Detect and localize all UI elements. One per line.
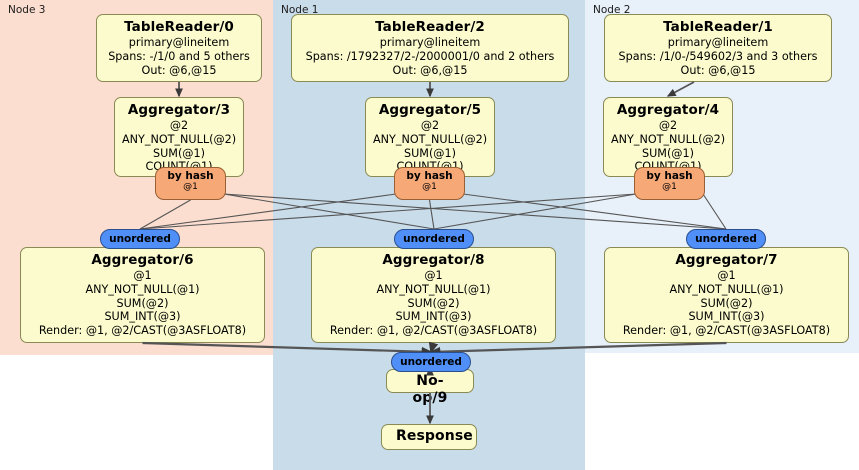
processor-title: TableReader/2 — [375, 19, 485, 35]
router-column: @1 — [662, 182, 677, 193]
processor-detail-line: Spans: /1/0-/549602/3 and 3 others — [618, 50, 818, 64]
processor-box-aggregator5[interactable]: Aggregator/5@2ANY_NOT_NULL(@2)SUM(@1)COU… — [365, 97, 495, 177]
processor-detail-line: Out: @6,@15 — [680, 63, 756, 77]
processor-detail-line: Render: @1, @2/CAST(@3ASFLOAT8) — [38, 324, 247, 338]
processor-box-response[interactable]: Response — [381, 424, 477, 450]
processor-detail-line: Out: @6,@15 — [141, 63, 217, 77]
processor-detail-line: ANY_NOT_NULL(@1) — [85, 283, 200, 297]
processor-detail-line: SUM_INT(@3) — [395, 310, 472, 324]
processor-detail-line: Render: @1, @2/CAST(@3ASFLOAT8) — [622, 324, 831, 338]
processor-title: No-op/9 — [412, 373, 448, 407]
output-router-router5[interactable]: by hash@1 — [394, 167, 465, 200]
processor-detail-line: SUM_INT(@3) — [104, 310, 181, 324]
processor-title: Response — [396, 428, 473, 444]
processor-title: Aggregator/7 — [675, 252, 778, 268]
processor-detail-line: ANY_NOT_NULL(@1) — [376, 283, 491, 297]
output-router-router3[interactable]: by hash@1 — [155, 167, 226, 200]
processor-detail-line: Out: @6,@15 — [392, 63, 468, 77]
processor-detail-line: primary@lineitem — [379, 36, 481, 50]
processor-title: Aggregator/6 — [91, 252, 194, 268]
processor-detail-line: ANY_NOT_NULL(@2) — [611, 133, 726, 147]
processor-detail-line: ANY_NOT_NULL(@2) — [373, 133, 488, 147]
processor-title: TableReader/0 — [124, 19, 234, 35]
router-title: by hash — [167, 170, 214, 182]
router-title: by hash — [406, 170, 453, 182]
processor-detail-line: SUM(@2) — [407, 296, 460, 310]
processor-title: Aggregator/3 — [127, 102, 231, 118]
input-sync-sync6[interactable]: unordered — [100, 229, 180, 249]
node-region-label: Node 2 — [593, 4, 631, 16]
output-router-router4[interactable]: by hash@1 — [634, 167, 705, 200]
processor-detail-line: @1 — [424, 269, 443, 283]
processor-title: Aggregator/5 — [378, 102, 482, 118]
node-region-label: Node 3 — [8, 4, 46, 16]
processor-detail-line: @2 — [658, 119, 678, 133]
processor-box-aggregator3[interactable]: Aggregator/3@2ANY_NOT_NULL(@2)SUM(@1)COU… — [114, 97, 244, 177]
processor-box-aggregator4[interactable]: Aggregator/4@2ANY_NOT_NULL(@2)SUM(@1)COU… — [603, 97, 733, 177]
router-title: by hash — [646, 170, 693, 182]
processor-detail-line: @2 — [420, 119, 440, 133]
router-column: @1 — [183, 182, 198, 193]
processor-detail-line: primary@lineitem — [128, 36, 230, 50]
input-sync-sync7[interactable]: unordered — [686, 229, 766, 249]
processor-detail-line: @1 — [133, 269, 152, 283]
processor-detail-line: SUM(@2) — [700, 296, 753, 310]
processor-box-noop9[interactable]: No-op/9 — [386, 369, 474, 406]
processor-detail-line: SUM(@1) — [153, 146, 205, 160]
input-sync-sync8[interactable]: unordered — [394, 229, 474, 249]
processor-title: Aggregator/8 — [382, 252, 485, 268]
processor-detail-line: @2 — [169, 119, 189, 133]
node-region-label: Node 1 — [281, 4, 319, 16]
processor-detail-line: SUM(@1) — [404, 146, 456, 160]
processor-title: TableReader/1 — [663, 19, 773, 35]
input-sync-syncnoop[interactable]: unordered — [391, 352, 471, 372]
processor-detail-line: ANY_NOT_NULL(@2) — [122, 133, 237, 147]
processor-detail-line: Spans: /1792327/2-/2000001/0 and 2 other… — [305, 50, 555, 64]
processor-detail-line: Render: @1, @2/CAST(@3ASFLOAT8) — [329, 324, 538, 338]
processor-detail-line: SUM_INT(@3) — [688, 310, 765, 324]
processor-detail-line: ANY_NOT_NULL(@1) — [669, 283, 784, 297]
processor-detail-line: SUM(@2) — [116, 296, 169, 310]
router-column: @1 — [422, 182, 437, 193]
processor-detail-line: SUM(@1) — [642, 146, 694, 160]
processor-detail-line: primary@lineitem — [667, 36, 769, 50]
processor-title: Aggregator/4 — [616, 102, 720, 118]
processor-detail-line: @1 — [717, 269, 736, 283]
processor-detail-line: Spans: -/1/0 and 5 others — [108, 50, 250, 64]
